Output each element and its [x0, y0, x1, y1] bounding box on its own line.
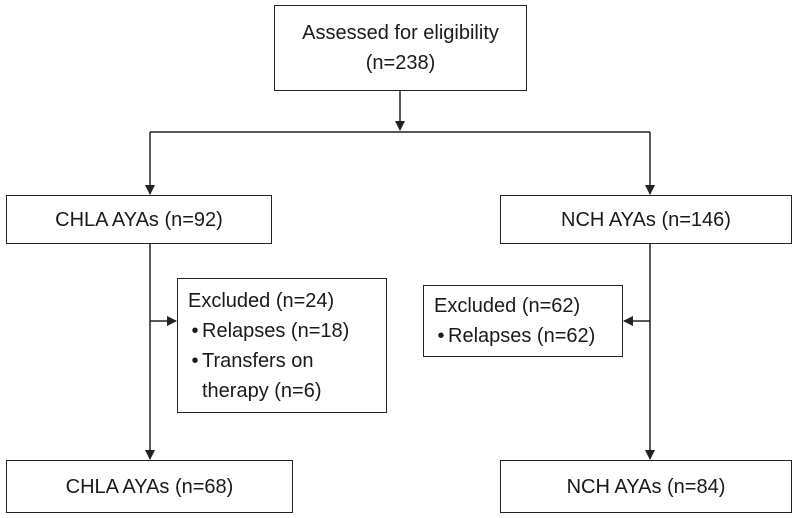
assessed-label: Assessed for eligibility [302, 22, 499, 44]
bullet-icon: • [191, 349, 199, 372]
excluded-right-title: Excluded (n=62) [434, 295, 581, 317]
assessed-count: (n=238) [365, 52, 436, 74]
excluded-left-title: Excluded (n=24) [188, 289, 335, 312]
excluded-left-item-text: Transfers on therapy (n=6) [202, 349, 322, 402]
excluded-right-box: Excluded (n=62) • Relapses (n=62) [423, 285, 623, 357]
nch-label: NCH AYAs (n=146) [561, 208, 731, 231]
excluded-left-item-text: Relapses (n=18) [202, 319, 350, 342]
nch-box: NCH AYAs (n=146) [500, 195, 792, 244]
bullet-icon: • [437, 325, 445, 347]
excluded-left-item: • Relapses (n=18) [188, 316, 349, 346]
nch-final-box: NCH AYAs (n=84) [500, 460, 792, 513]
nch-final-label: NCH AYAs (n=84) [566, 475, 726, 498]
excluded-right-item-text: Relapses (n=62) [448, 325, 596, 347]
bullet-icon: • [191, 319, 199, 342]
chla-label: CHLA AYAs (n=92) [55, 208, 223, 231]
excluded-left-box: Excluded (n=24) • Relapses (n=18) • Tran… [177, 278, 387, 413]
chla-box: CHLA AYAs (n=92) [6, 195, 272, 244]
chla-final-label: CHLA AYAs (n=68) [65, 475, 234, 498]
excluded-left-item: • Transfers on therapy (n=6) [188, 346, 322, 406]
assessed-box: Assessed for eligibility (n=238) [274, 5, 527, 91]
excluded-right-item: • Relapses (n=62) [434, 321, 595, 351]
chla-final-box: CHLA AYAs (n=68) [6, 460, 293, 513]
